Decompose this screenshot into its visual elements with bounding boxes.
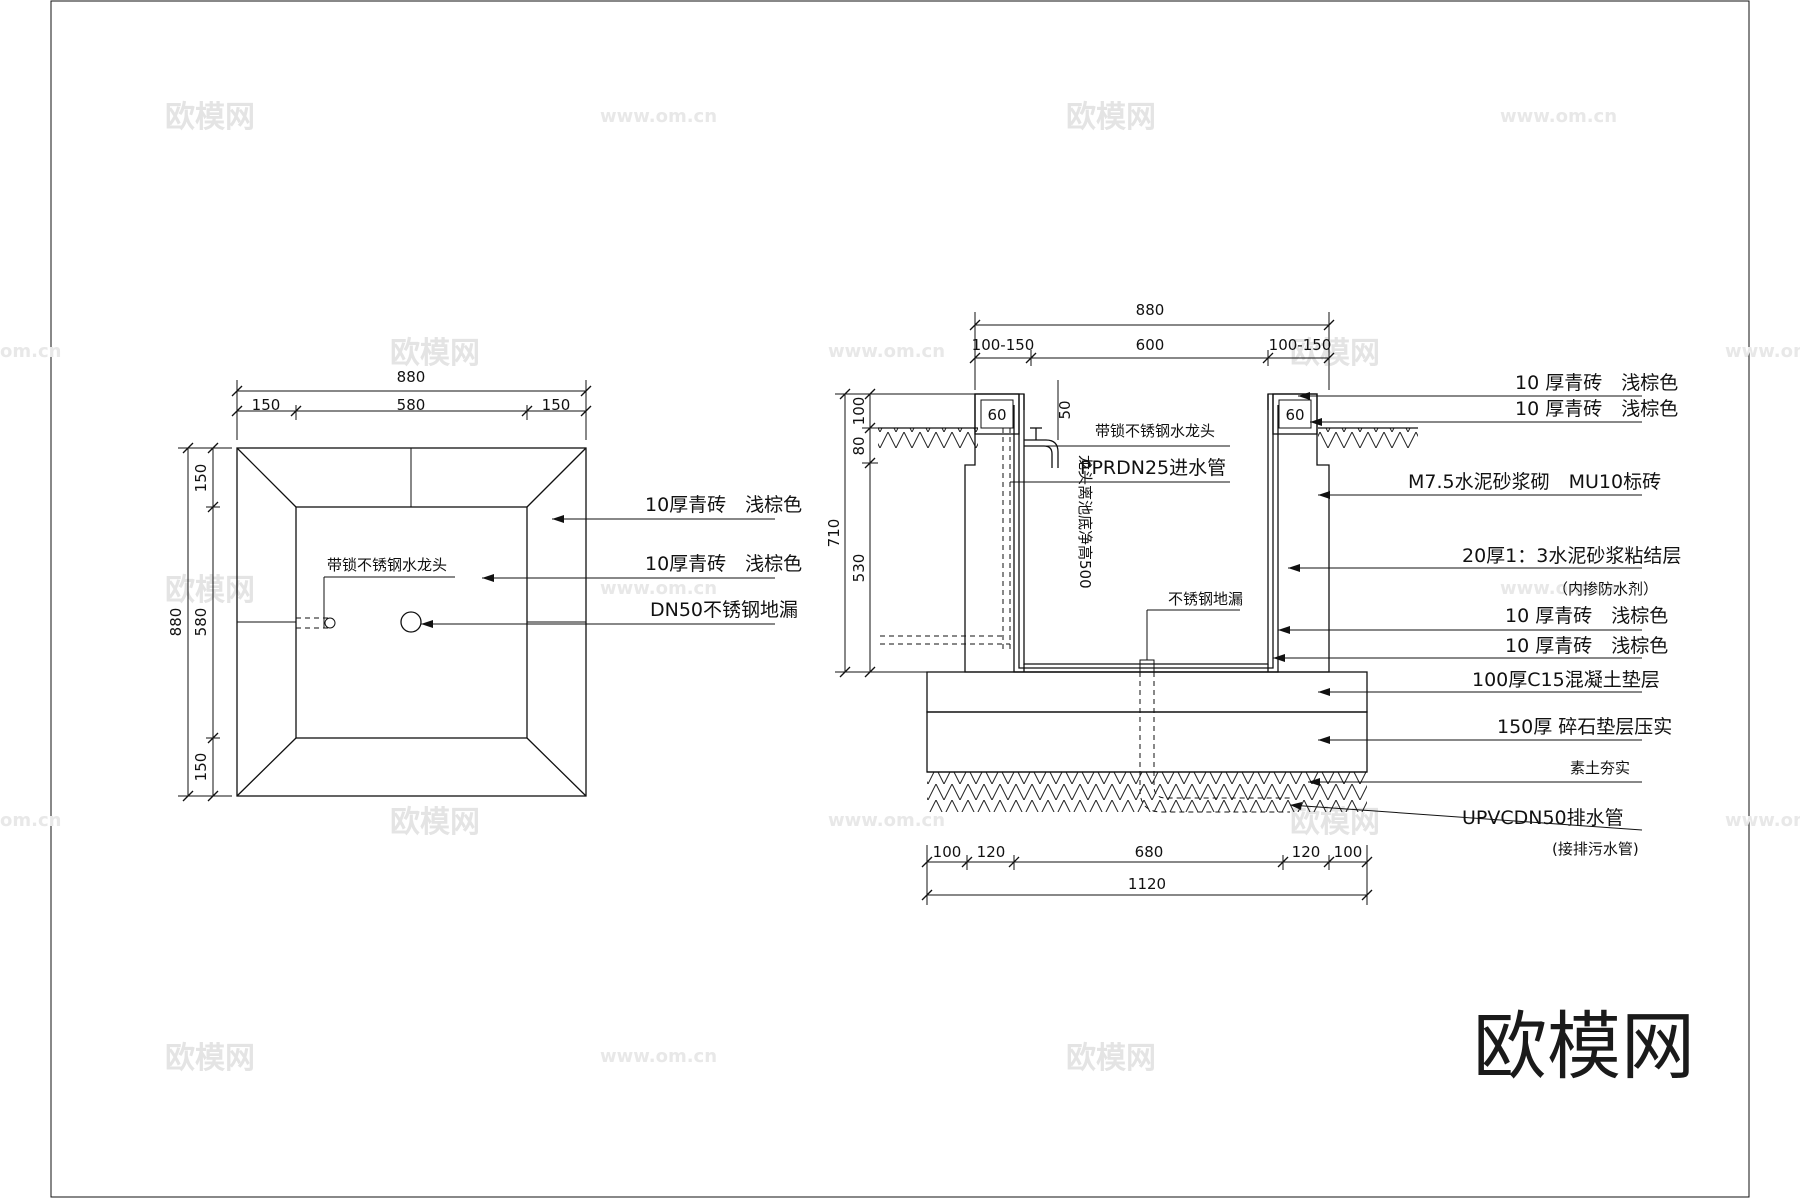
watermark-url: www.om.cn	[828, 341, 945, 362]
watermark-brand: 欧模网	[1066, 100, 1156, 135]
callout-2: 10 厚青砖 浅棕色	[1515, 398, 1678, 420]
watermark-brand: 欧模网	[165, 100, 255, 135]
section-dim-top-left: 100-150	[972, 336, 1035, 354]
watermark-url: om.cn	[0, 341, 61, 362]
section-view: 60 60 龙头离池底净高500 带锁不锈钢水龙头 P	[825, 301, 1681, 905]
plan-dim-side-total: 880	[167, 608, 185, 637]
big-watermark: 欧模网	[1473, 1004, 1695, 1090]
plan-side-dimensions: 880 150 580 150	[167, 442, 232, 802]
callout-8: 100厚C15混凝土垫层	[1472, 669, 1660, 691]
watermark-brand: 欧模网	[1066, 1041, 1156, 1076]
watermark-url: www.om.cn	[828, 810, 945, 831]
watermark-brand: 欧模网	[165, 1041, 255, 1076]
plan-label-faucet: 带锁不锈钢水龙头	[327, 556, 447, 574]
plan-drain-circle	[400, 611, 422, 633]
watermark-brand: 欧模网	[390, 805, 480, 840]
plan-label-floor: 10厚青砖 浅棕色	[645, 553, 802, 575]
section-dim-bot-e: 100	[1334, 843, 1363, 861]
section-dim-top-total: 880	[1136, 301, 1165, 319]
plan-inner-outline	[295, 506, 528, 739]
callout-12: (接排污水管)	[1552, 840, 1639, 858]
section-dim-bot-d: 120	[1292, 843, 1321, 861]
plan-view: 880 150 580 150 880 150 580 150	[167, 368, 802, 802]
section-dim-bot-a: 100	[933, 843, 962, 861]
plan-dim-side-mid: 580	[192, 608, 210, 637]
watermark-url: om.cn	[0, 810, 61, 831]
plan-dim-top-right: 150	[542, 396, 571, 414]
plan-label-drain: DN50不锈钢地漏	[650, 599, 798, 621]
section-note-height: 龙头离池底净高500	[1076, 455, 1094, 589]
watermark-url: www.om.cn	[600, 106, 717, 127]
section-dim-left-530: 530	[850, 554, 868, 583]
watermark-brand: 欧模网	[165, 573, 255, 608]
section-dim-bot-c: 680	[1135, 843, 1164, 861]
section-dim-top-mid: 600	[1136, 336, 1165, 354]
section-dim-left-80: 80	[850, 436, 868, 455]
plan-label-coping: 10厚青砖 浅棕色	[645, 494, 802, 516]
section-callouts: 10 厚青砖 浅棕色 10 厚青砖 浅棕色 M7.5水泥砂浆砌 MU10标砖 2…	[1273, 372, 1681, 858]
plan-dim-top-mid: 580	[397, 396, 426, 414]
section-dim-bot-total: 1120	[1128, 875, 1166, 893]
plan-dim-top-left: 150	[252, 396, 281, 414]
section-gravel-layer	[926, 711, 1368, 773]
section-top-dimensions: 880 100-150 600 100-150 50	[969, 301, 1335, 440]
watermark-url: www.om.cn	[600, 1046, 717, 1067]
section-dim-bot-b: 120	[977, 843, 1006, 861]
watermark-brand: 欧模网	[390, 336, 480, 371]
plan-dim-side-top: 150	[192, 464, 210, 493]
callout-4: 20厚1：3水泥砂浆粘结层	[1462, 545, 1681, 567]
section-label-faucet: 带锁不锈钢水龙头	[1095, 422, 1215, 440]
section-dim-faucet: 50	[1056, 400, 1074, 419]
section-left-dimensions: 710 100 80 530	[825, 388, 975, 678]
callout-10: 素土夯实	[1570, 759, 1630, 777]
section-concrete-layer	[926, 671, 1368, 713]
callout-7: 10 厚青砖 浅棕色	[1505, 635, 1668, 657]
section-dim-left-total: 710	[825, 519, 843, 548]
plan-dim-top-total: 880	[397, 368, 426, 386]
watermark-brand: 欧模网	[1290, 336, 1380, 371]
plan-callouts: 10厚青砖 浅棕色 10厚青砖 浅棕色 DN50不锈钢地漏 带锁不锈钢水龙头	[323, 494, 802, 628]
plan-dim-side-bottom: 150	[192, 753, 210, 782]
watermark-url: www.om.cn	[1725, 810, 1800, 831]
sheet-border	[50, 0, 1750, 1198]
callout-5: （内掺防水剂）	[1553, 580, 1658, 598]
section-label-pipe: PPRDN25进水管	[1080, 457, 1226, 479]
watermark-url: www.om.cn	[600, 578, 717, 599]
watermark-url: www.om.cn	[1725, 341, 1800, 362]
callout-6: 10 厚青砖 浅棕色	[1505, 605, 1668, 627]
section-dim-left-100: 100	[850, 397, 868, 426]
plan-top-dimensions: 880 150 580 150	[231, 368, 592, 440]
section-bottom-dimensions: 100 120 680 120 100 1120	[921, 843, 1373, 905]
callout-1: 10 厚青砖 浅棕色	[1515, 372, 1678, 394]
watermark-url: www.om.cn	[1500, 106, 1617, 127]
section-dim-cap-right: 60	[1285, 406, 1304, 424]
section-dim-cap-left: 60	[987, 406, 1006, 424]
section-dim-top-right: 100-150	[1269, 336, 1332, 354]
callout-11: UPVCDN50排水管	[1462, 807, 1624, 829]
callout-9: 150厚 碎石垫层压实	[1497, 716, 1672, 738]
section-label-drain: 不锈钢地漏	[1168, 590, 1243, 608]
watermark-layer: 欧模网 www.om.cn 欧模网 www.om.cn om.cn 欧模网 ww…	[0, 100, 1800, 1076]
callout-3: M7.5水泥砂浆砌 MU10标砖	[1408, 471, 1661, 493]
watermark-url: www.om.cn	[1500, 578, 1617, 599]
plan-faucet-symbol	[296, 608, 336, 629]
